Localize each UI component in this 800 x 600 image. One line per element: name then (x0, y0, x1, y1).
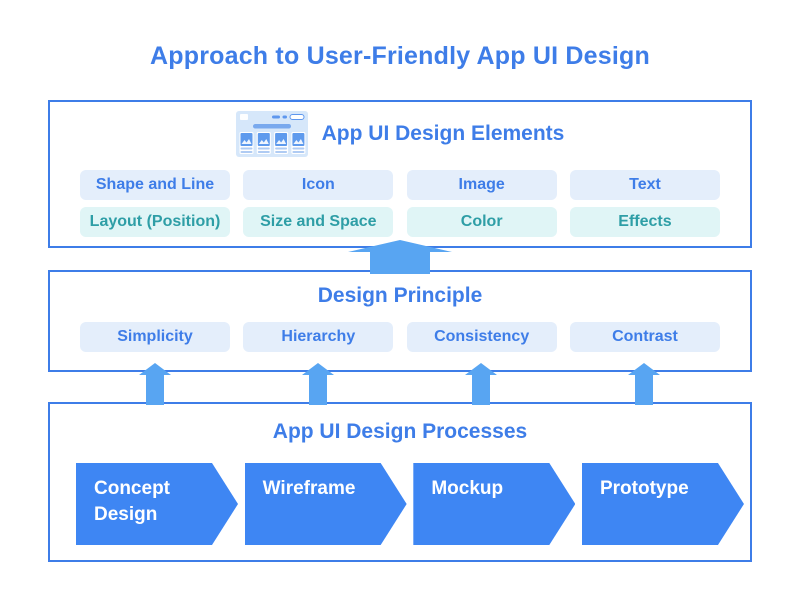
processes-section: App UI Design Processes Concept Design W… (48, 402, 752, 562)
pill-icon: Icon (243, 170, 394, 200)
pill-contrast: Contrast (569, 322, 720, 352)
up-arrow-icon (302, 363, 334, 405)
up-arrow-icon (628, 363, 660, 405)
page-title: Approach to User-Friendly App UI Design (150, 42, 650, 70)
pill-image: Image (406, 170, 557, 200)
step-prototype: Prototype (581, 463, 744, 545)
up-arrow-large-icon (348, 240, 452, 274)
pill-color: Color (406, 207, 557, 237)
step-wireframe: Wireframe (244, 463, 407, 545)
up-arrow-icon (139, 363, 171, 405)
processes-heading: App UI Design Processes (272, 420, 528, 443)
step-concept-design: Concept Design (76, 463, 238, 545)
process-steps: Concept Design Wireframe Mockup Prototyp… (76, 463, 744, 545)
elements-header: App UI Design Elements (50, 108, 750, 160)
pill-shape-and-line: Shape and Line (80, 170, 230, 200)
pill-hierarchy: Hierarchy (243, 322, 394, 352)
step-label: Mockup (431, 478, 504, 499)
elements-heading: App UI Design Elements (321, 122, 565, 145)
pill-simplicity: Simplicity (80, 322, 230, 352)
elements-row-teal: Layout (Position) Size and Space Color E… (80, 207, 720, 237)
elements-row-blue: Shape and Line Icon Image Text (80, 170, 720, 200)
elements-section: App UI Design Elements Shape and Line Ic… (48, 100, 752, 248)
step-label: Prototype (599, 478, 689, 499)
pill-effects: Effects (569, 207, 720, 237)
pill-text: Text (569, 170, 720, 200)
principles-section: Design Principle Simplicity Hierarchy Co… (48, 270, 752, 372)
pill-consistency: Consistency (406, 322, 557, 352)
principles-heading: Design Principle (317, 284, 483, 307)
up-arrow-icon (465, 363, 497, 405)
principles-row: Simplicity Hierarchy Consistency Contras… (80, 322, 720, 352)
step-label: Concept Design (94, 478, 170, 525)
step-mockup: Mockup (413, 463, 576, 545)
browser-gallery-icon (235, 111, 308, 157)
pill-size-and-space: Size and Space (243, 207, 394, 237)
step-label: Wireframe (262, 478, 356, 499)
pill-layout-position: Layout (Position) (80, 207, 230, 237)
